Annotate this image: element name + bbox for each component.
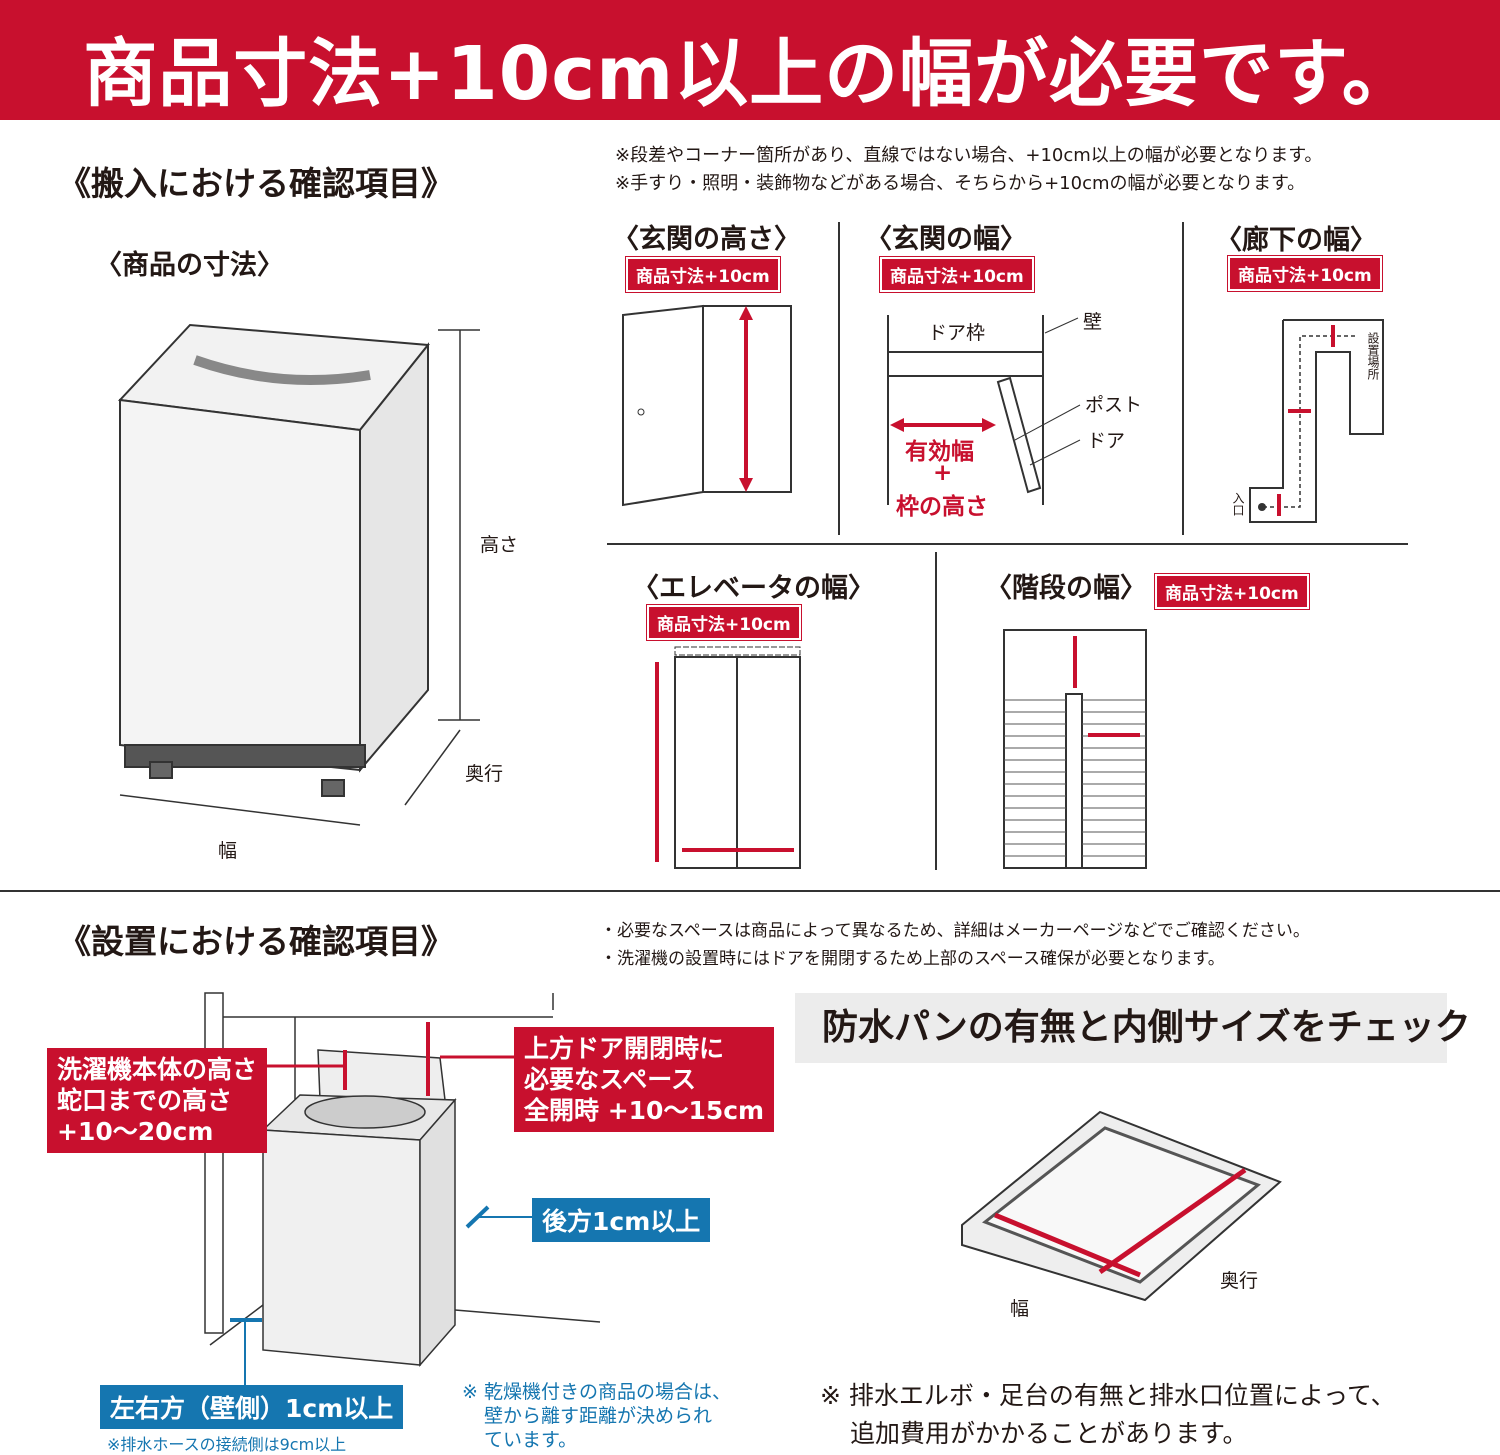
divider: [935, 552, 937, 870]
divider: [838, 222, 840, 535]
door-box-line-1: 上方ドア開閉時に: [524, 1034, 725, 1063]
washer-illustration: [117, 323, 480, 826]
door-label: ドア: [1087, 430, 1126, 452]
frame-height-label: 枠の高さ: [896, 494, 988, 520]
entrance-width-badge: 商品寸法+10cm: [879, 256, 1035, 293]
entrance-height-heading: 〈玄関の高さ〉: [612, 224, 801, 255]
depth-label: 奥行: [465, 763, 504, 785]
height-box-line-1: 洗濯機本体の高さ: [57, 1055, 258, 1084]
entrance-width-heading: 〈玄関の幅〉: [865, 224, 1027, 255]
elevator-width-heading: 〈エレベータの幅〉: [632, 573, 875, 604]
pan-depth-label: 奥行: [1220, 1270, 1259, 1292]
dryer-note: ※ 乾燥機付きの商品の場合は、 壁から離す距離が決められ ています。: [462, 1380, 731, 1452]
header-banner: [0, 0, 1500, 120]
section-divider: [0, 890, 1500, 892]
entrance-width-diagram: [887, 315, 1081, 505]
door-box-line-2: 必要なスペース: [524, 1065, 697, 1094]
post-label: ポスト: [1085, 394, 1143, 416]
install-place-label: 設置場所: [1366, 332, 1380, 380]
product-dimensions-heading: 〈商品の寸法〉: [95, 250, 284, 281]
dryer-note-line: ※ 乾燥機付きの商品の場合は、: [462, 1381, 731, 1403]
entrance-height-badge: 商品寸法+10cm: [625, 256, 781, 293]
entrance-label: 入口: [1231, 492, 1245, 516]
pan-heading: 防水パンの有無と内側サイズをチェック: [795, 993, 1471, 1063]
height-requirement-box: 洗濯機本体の高さ 蛇口までの高さ +10〜20cm: [47, 1048, 268, 1153]
height-box-line-3: +10〜20cm: [57, 1117, 214, 1146]
stairs-diagram: [1003, 629, 1147, 869]
hallway-diagram: [1249, 319, 1384, 523]
divider: [1182, 222, 1184, 535]
side-note: ※排水ホースの接続側は9cm以上: [107, 1435, 347, 1454]
installation-note-1: ・必要なスペースは商品によって異なるため、詳細はメーカーページなどでご確認くださ…: [600, 921, 1310, 941]
pan-width-label: 幅: [1010, 1298, 1030, 1320]
width-label: 幅: [218, 840, 238, 862]
elevator-diagram: [655, 646, 801, 869]
hallway-width-heading: 〈廊下の幅〉: [1215, 225, 1377, 256]
delivery-note-2: ※手すり・照明・装飾物などがある場合、そちらから+10cmの幅が必要となります。: [615, 173, 1306, 194]
installation-heading: 《設置における確認項目》: [58, 922, 454, 961]
dryer-note-line: ています。: [484, 1429, 578, 1451]
pan-note: ※ 排水エルボ・足台の有無と排水口位置によって、 追加費用がかかることがあります…: [820, 1377, 1396, 1453]
installation-note-2: ・洗濯機の設置時にはドアを開閉するため上部のスペース確保が必要となります。: [600, 949, 1225, 969]
door-space-box: 上方ドア開閉時に 必要なスペース 全開時 +10〜15cm: [514, 1027, 775, 1132]
effective-width-label: 有効幅: [905, 439, 974, 465]
stairs-width-heading: 〈階段の幅〉: [985, 573, 1147, 604]
door-frame-label: ドア枠: [928, 322, 986, 344]
page-title: 商品寸法+10cm以上の幅が必要です。: [83, 31, 1417, 117]
divider: [607, 543, 1408, 545]
height-label: 高さ: [480, 534, 519, 556]
dryer-note-line: 壁から離す距離が決められ: [484, 1405, 713, 1427]
pan-note-line: 追加費用がかかることがあります。: [850, 1419, 1248, 1448]
stairs-width-badge: 商品寸法+10cm: [1154, 573, 1310, 610]
side-clearance-label: 左右方（壁側）1cm以上: [100, 1385, 404, 1429]
delivery-heading: 《搬入における確認項目》: [58, 164, 454, 203]
door-box-line-3: 全開時 +10〜15cm: [524, 1096, 765, 1125]
entrance-height-diagram: [622, 304, 792, 507]
hallway-width-badge: 商品寸法+10cm: [1227, 255, 1383, 292]
plus-label: +: [933, 460, 953, 486]
elevator-width-badge: 商品寸法+10cm: [646, 604, 802, 641]
delivery-note-1: ※段差やコーナー箇所があり、直線ではない場合、+10cm以上の幅が必要となります…: [615, 145, 1323, 166]
rear-clearance-label: 後方1cm以上: [532, 1198, 711, 1242]
wall-label: 壁: [1083, 311, 1103, 333]
pan-note-line: ※ 排水エルボ・足台の有無と排水口位置によって、: [820, 1381, 1396, 1410]
height-box-line-2: 蛇口までの高さ: [57, 1086, 233, 1115]
